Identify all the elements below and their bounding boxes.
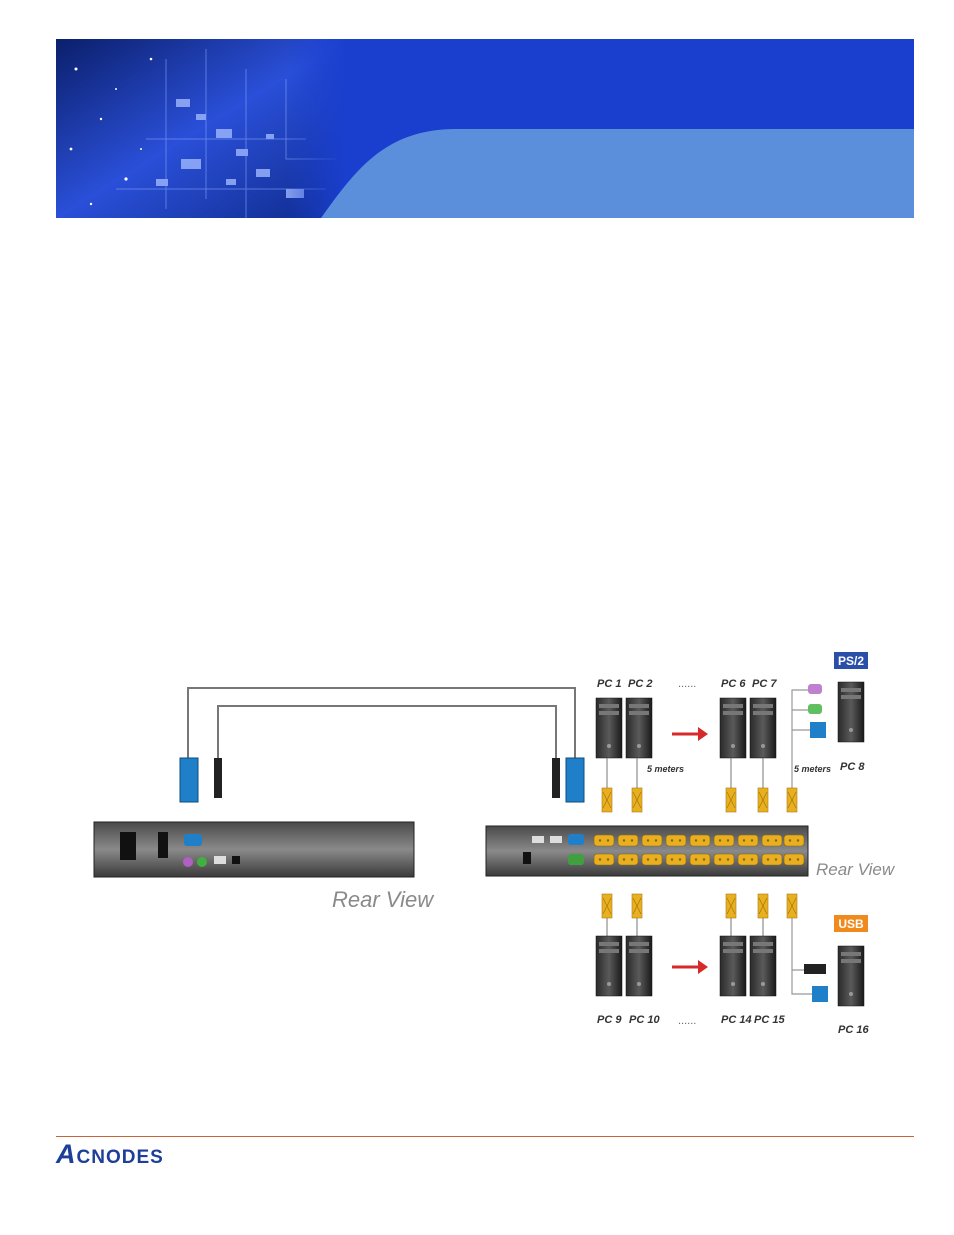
pc-label: PC 9 xyxy=(597,1014,622,1026)
pc-port-row-top xyxy=(593,834,805,847)
left-vga-plug xyxy=(179,757,199,803)
kvm-connection-diagram: Rear View Rear View xyxy=(80,640,900,1060)
usb-port xyxy=(214,856,226,864)
pc-tower xyxy=(625,935,653,997)
pc-tower xyxy=(719,935,747,997)
ps2-keyboard-plug xyxy=(808,704,822,714)
banner-graphic xyxy=(56,39,914,218)
vga-cable xyxy=(187,687,576,758)
ps2-mouse-port xyxy=(183,857,193,867)
pc-port-row-bottom xyxy=(593,853,805,866)
pc-tower xyxy=(837,945,865,1007)
cable-length-label: 5 meters xyxy=(794,764,831,774)
pc-tower xyxy=(749,697,777,759)
bottom-cable-connectors xyxy=(601,893,798,936)
header-banner xyxy=(56,39,914,218)
pc-label: PC 2 xyxy=(628,678,652,690)
acnodes-logo: ACNODES xyxy=(56,1139,164,1169)
footer-rule xyxy=(56,1136,914,1137)
logo-initial: A xyxy=(56,1139,77,1169)
power-switch xyxy=(158,832,168,858)
ps2-badge-label: PS/2 xyxy=(838,654,864,668)
arrow-head xyxy=(698,727,708,741)
pc-tower xyxy=(837,681,865,743)
left-ps2-plug xyxy=(214,758,222,798)
diagram-svg: Rear View Rear View xyxy=(93,652,896,1036)
kvm-switch-unit xyxy=(485,825,809,877)
pc-tower xyxy=(595,935,623,997)
ellipsis: ...... xyxy=(678,678,696,690)
logo-text: CNODES xyxy=(76,1147,164,1168)
power-inlet xyxy=(120,832,136,860)
left-rear-view-label: Rear View xyxy=(332,887,435,912)
right-vga-plug xyxy=(565,757,585,803)
pc-label: PC 15 xyxy=(754,1014,785,1026)
usb-badge xyxy=(834,915,868,932)
vga-plug xyxy=(810,722,826,738)
ps2-cable xyxy=(217,705,557,758)
pc-label: PC 10 xyxy=(629,1014,660,1026)
top-cable-connectors xyxy=(601,758,798,813)
ps2-badge xyxy=(834,652,868,669)
dc-jack xyxy=(232,856,240,864)
pc-label: PC 7 xyxy=(752,678,777,690)
pc-label: PC 16 xyxy=(838,1024,869,1036)
right-ps2-plug xyxy=(552,758,560,798)
circuit-board-image xyxy=(56,39,346,218)
pc-label: PC 1 xyxy=(597,678,621,690)
pc-tower xyxy=(719,697,747,759)
ps2-mouse-plug xyxy=(808,684,822,694)
vga-plug xyxy=(812,986,828,1002)
vga-port xyxy=(184,834,202,846)
usb-plug xyxy=(804,964,826,974)
right-rear-view-label: Rear View xyxy=(816,860,896,879)
banner-accent-curve xyxy=(321,129,914,218)
ellipsis: ...... xyxy=(678,1015,696,1027)
console-extender-unit xyxy=(93,821,415,878)
usb-badge-label: USB xyxy=(838,917,864,931)
pc-tower xyxy=(595,697,623,759)
ps2-keyboard-port xyxy=(197,857,207,867)
pc-label: PC 6 xyxy=(721,678,746,690)
cable-length-label: 5 meters xyxy=(647,764,684,774)
pc-label: PC 8 xyxy=(840,761,865,773)
pc-tower xyxy=(625,697,653,759)
pc-label: PC 14 xyxy=(721,1014,752,1026)
pc-tower xyxy=(749,935,777,997)
arrow-head xyxy=(698,960,708,974)
